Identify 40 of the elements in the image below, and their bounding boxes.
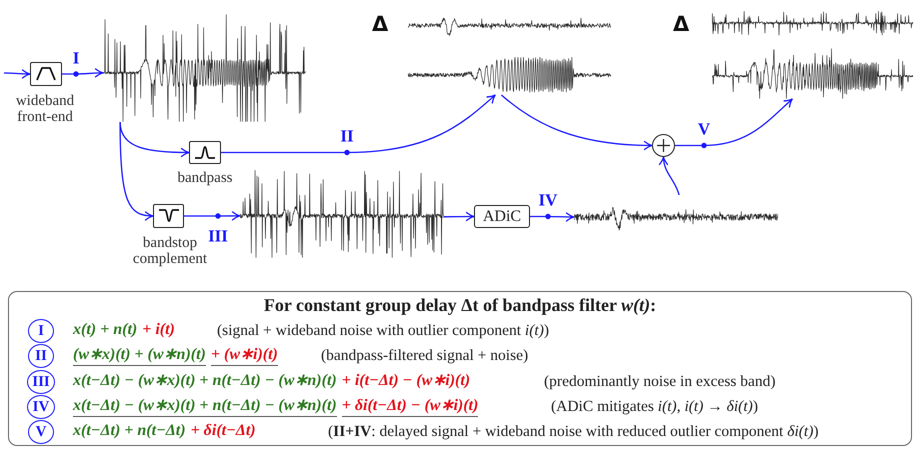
formula-note: (bandpass-filtered signal + noise) [321,347,528,364]
block-caption: wideband front-end [16,94,74,126]
waveform-plot [712,9,913,37]
numeral-circle: I [28,319,54,343]
filter-block [30,62,62,86]
formula-term: + i(t) [142,321,175,339]
edge-label: V [696,120,712,137]
formula-note: (II+IV: delayed signal + wideband noise with reduced outlier component δi(t)) [328,423,819,440]
delta-label: Δ [673,14,690,35]
formula-term: + δi(t−Δt) − (w∗i)(t) [342,397,478,417]
formula-term: x(t−Δt) − (w∗x)(t) + n(t−Δt) − (w∗n)(t) [73,372,337,390]
formula-note: (predominantly noise in excess band) [544,373,776,390]
block-caption: bandpass [178,171,232,187]
numeral-circle: V [28,420,54,444]
formula-term: x(t−Δt) − (w∗x)(t) + n(t−Δt) − (w∗n)(t) [73,397,337,417]
formula-term: + (w∗i)(t) [210,346,278,366]
summing-junction [652,134,675,157]
formula-note: (signal + wideband noise with outlier component i(t)) [217,322,550,340]
delta-label: Δ [372,14,388,35]
block-caption: bandstop complement [132,236,208,268]
formula-term: (w∗x)(t) + (w∗n)(t) [73,346,206,366]
edge-label: II [339,127,355,144]
numeral-circle: IV [27,395,55,419]
formula-note: (ADiC mitigates i(t), i(t) → δi(t)) [551,398,758,416]
edge-label: III [207,228,229,244]
edge-label: IV [538,191,558,208]
waveform-plot [712,47,913,99]
process-block: ADiC [474,205,530,228]
panel-heading: For constant group delay Δt of bandpass filter w(t): [264,295,656,316]
formula-term: x(t−Δt) + n(t−Δt) [73,422,186,440]
waveform-plot [408,55,611,95]
filter-block [153,204,184,228]
numeral-circle: III [27,370,55,394]
formula-panel [8,291,912,446]
numeral-circle: II [28,344,54,368]
formula-term: + δi(t−Δt) [190,422,256,440]
formula-term: x(t) + n(t) [73,321,138,339]
formula-term: + i(t−Δt) − (w∗i)(t) [342,372,470,390]
edge-label: I [72,50,80,66]
filter-block [189,141,221,164]
